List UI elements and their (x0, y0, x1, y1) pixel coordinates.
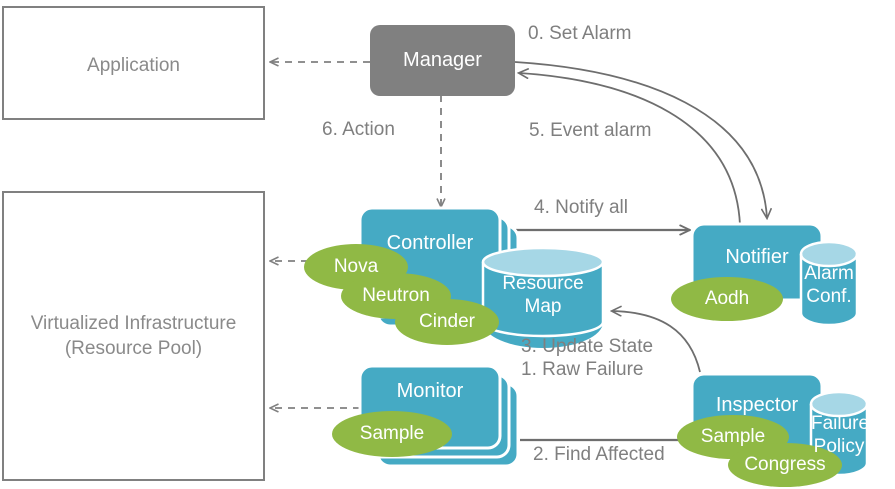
connector-step-3 (612, 311, 701, 373)
flow-label-step-4: 4. Notify all (534, 197, 628, 218)
tag-congress-shape (728, 443, 842, 487)
manager-label: Manager (403, 49, 482, 71)
connector-step-0 (514, 61, 767, 218)
application-box: Application (2, 6, 265, 120)
flow-label-step-6: 6. Action (322, 119, 395, 140)
application-box-label: Application (87, 55, 180, 76)
infrastructure-box-label-line1: Virtualized Infrastructure (30, 313, 237, 334)
flow-label-step-0: 0. Set Alarm (528, 23, 632, 44)
flow-label-step-3: 3. Update State (521, 336, 654, 357)
tag-sample-monitor-shape (332, 411, 452, 457)
infrastructure-box: Virtualized Infrastructure (Resource Poo… (2, 191, 265, 481)
tag-cinder-shape (395, 299, 499, 345)
manager-box[interactable]: Manager (370, 25, 515, 96)
tag-aodh-shape (671, 277, 783, 321)
infrastructure-box-label-line2: (Resource Pool) (64, 338, 203, 359)
resource-map-cylinder (481, 246, 605, 348)
flow-label-step-5: 5. Event alarm (529, 120, 652, 141)
connector-step-5 (519, 73, 741, 226)
flow-label-step-1: 2. Find Affected (533, 444, 665, 465)
alarm-conf-cylinder (799, 240, 859, 327)
flow-label-step-2: 1. Raw Failure (521, 359, 644, 380)
